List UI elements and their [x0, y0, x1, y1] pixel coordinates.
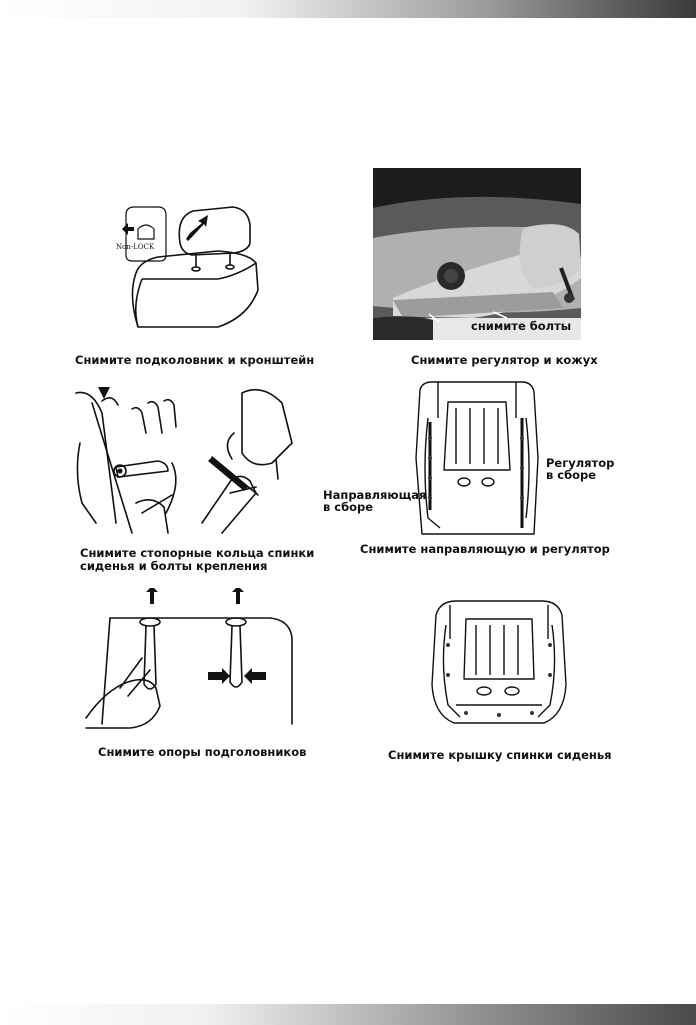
step3-caption: Снимите стопорные кольца спинки сиденья … — [80, 547, 314, 573]
step2-caption: Снимите регулятор и кожух — [411, 354, 598, 367]
guide-assembly-label: Направляющая в сборе — [323, 489, 426, 513]
step3-caption-line2: сиденья и болты крепления — [80, 560, 314, 573]
regulator-label-line2: в сборе — [546, 469, 614, 481]
non-lock-label: Non-LOCK — [116, 241, 154, 253]
figure-headrest-supports — [80, 588, 302, 736]
step6-caption: Снимите крышку спинки сиденья — [388, 749, 612, 762]
step4-caption: Снимите направляющую и регулятор — [360, 543, 610, 556]
regulator-assembly-label: Регулятор в сборе — [546, 457, 614, 481]
header-gradient-band — [0, 0, 696, 18]
photo-regulator-cover: снимите болты — [373, 168, 581, 340]
step5-caption: Снимите опоры подголовников — [98, 746, 306, 759]
figure-guide-regulator — [408, 378, 546, 536]
guide-label-line2: в сборе — [323, 501, 426, 513]
figure-retaining-rings — [72, 383, 296, 535]
step1-caption: Снимите подколовник и кронштейн — [75, 354, 314, 367]
figure-headrest-removal: Non-LOCK — [98, 195, 280, 340]
remove-bolts-label: снимите болты — [471, 320, 571, 332]
footer-gradient-band — [0, 1004, 696, 1025]
figure-backrest-cover — [426, 595, 572, 729]
